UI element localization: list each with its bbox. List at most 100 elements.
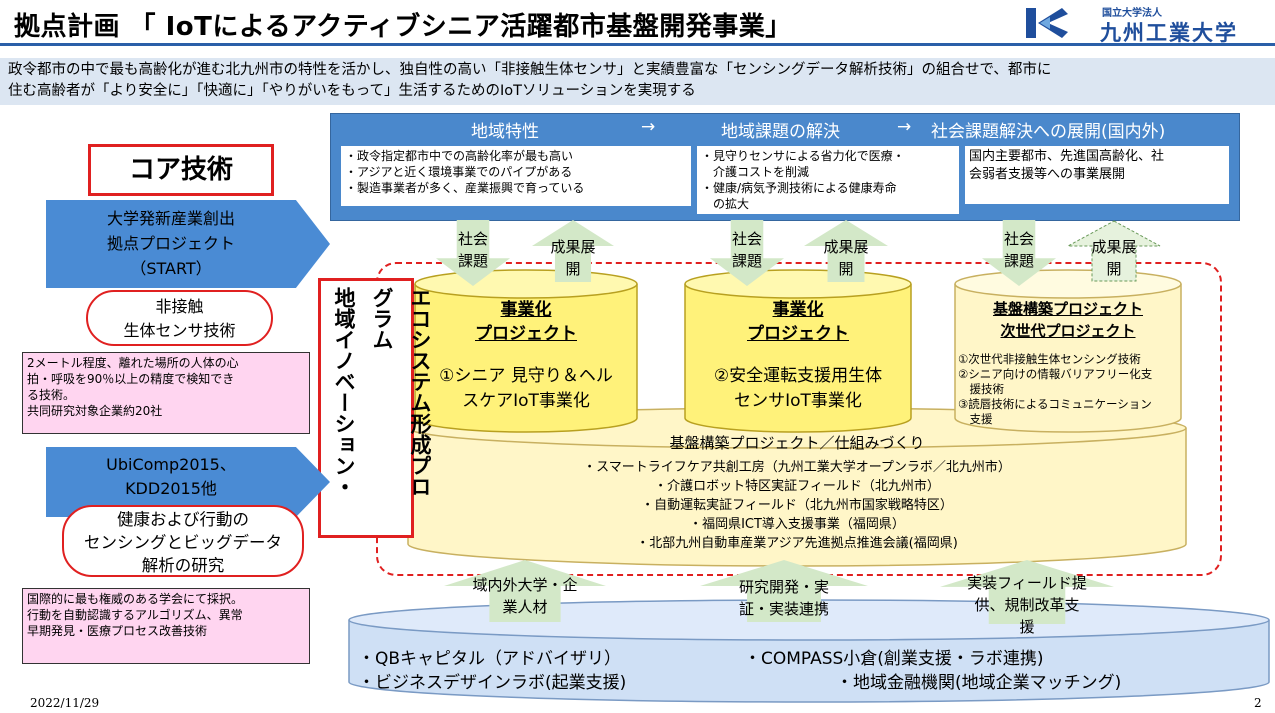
description-line: 共同研究対象企業約20社 <box>27 404 163 418</box>
project-cylinder-1 <box>414 269 638 433</box>
ecosystem-column: グラム <box>370 287 394 350</box>
cylinder-body-line: ②安全運転支援用生体 <box>713 366 883 386</box>
arrow-label-line: 成果展 <box>823 238 869 256</box>
ecosystem-program-text: エコシステム形成プロ グラム 地域イノベーション・ <box>325 287 439 535</box>
cylinder-2-title: 事業化 プロジェクト <box>682 298 914 346</box>
results-arrow-up-3 <box>1067 220 1161 282</box>
arrow-label-line: 供、規制改革支 <box>974 596 1080 614</box>
cylinder-title-line: 事業化 <box>772 300 824 320</box>
regional-banner: 地域特性 → 地域課題の解決 → 社会課題解決への展開(国内外) ・政令指定都市… <box>330 113 1240 221</box>
arrow-label-line: 開 <box>565 260 581 278</box>
foundation-item: ・北部九州自動車産業アジア先進拠点推進会議(福岡県) <box>636 536 958 551</box>
social-issue-label-3: 社会課題 <box>982 228 1056 272</box>
arrow-label-line: 成果展 <box>1091 238 1137 256</box>
banner-head-regional: 地域特性 <box>471 122 539 142</box>
ecosystem-column: 地域イノベーション・ <box>332 287 356 497</box>
cylinder-body-line: ③読唇技術によるコミュニケーション <box>958 397 1152 411</box>
arrow-label-line: 社会 <box>1003 230 1034 248</box>
rd-arrow-label: 研究開発・実証・実装連携 <box>700 576 868 620</box>
banner-arrow-2: → <box>897 117 912 137</box>
banner-box-line: の拡大 <box>701 197 750 211</box>
arrow-text-line: UbiComp2015、 <box>106 455 236 474</box>
title-bar <box>0 0 1275 46</box>
sensor-description-box: 2メートル程度、離れた場所の人体の心 拍・呼吸を90％以上の精度で検知でき る技… <box>22 352 310 434</box>
ecosystem-column: エコシステム形成プロ <box>408 287 432 497</box>
arrow-text-line: （START） <box>130 259 212 278</box>
cylinder-title-line: プロジェクト <box>747 324 849 344</box>
cylinder-body-line: ②シニア向けの情報バリアフリー化支 <box>958 367 1153 381</box>
arrow-text-line: 大学発新産業創出 <box>106 209 235 228</box>
logo-mark-icon <box>1026 8 1068 38</box>
logo-subtitle: 国立大学法人 <box>1102 8 1162 19</box>
social-issue-label-2: 社会課題 <box>710 228 784 272</box>
arrow-label-line: 域内外大学・企 <box>472 576 578 594</box>
cylinder-body-line: 援技術 <box>958 382 1004 396</box>
banner-box-line: ・政令指定都市中での高齢化率が最も高い <box>345 149 574 163</box>
description-line: る技術。 <box>27 388 76 402</box>
cylinder-body-line: センサIoT事業化 <box>734 391 862 411</box>
noncontact-sensor-pill: 非接触 生体センサ技術 <box>86 290 273 346</box>
banner-head-solution: 地域課題の解決 <box>721 122 840 142</box>
cylinder-2-body: ②安全運転支援用生体 センサIoT事業化 <box>682 364 914 414</box>
cylinder-3-body: ①次世代非接触生体センシング技術 ②シニア向けの情報バリアフリー化支 援技術 ③… <box>958 352 1182 427</box>
page-number: 2 <box>1254 696 1262 710</box>
support-item-qb: ・QBキャピタル（アドバイザリ） <box>358 649 622 669</box>
foundation-item: ・介護ロボット特区実証フィールド（北九州市） <box>654 479 940 494</box>
intro-line-2: 住む高齢者が「より安全に」「快適に」「やりがいをもって」生活するためのIoTソリ… <box>8 83 696 99</box>
core-technology-label: コア技術 <box>88 144 274 196</box>
logo-name: 九州工業大学 <box>1100 21 1238 45</box>
results-label-3: 成果展開 <box>1066 236 1162 280</box>
banner-head-expansion: 社会課題解決への展開(国内外) <box>931 122 1166 142</box>
cylinder-body-line: ①シニア 見守り＆ヘル <box>439 366 613 386</box>
sensing-bigdata-pill: 健康および行動の センシングとビッグデータ 解析の研究 <box>62 505 304 577</box>
research-description-box: 国際的に最も権威のある学会にて採択。 行動を自動認識するアルゴリズム、異常 早期… <box>22 588 310 664</box>
arrow-label-line: 開 <box>1106 260 1122 278</box>
description-line: 2メートル程度、離れた場所の人体の心 <box>27 356 239 370</box>
support-item-regional-finance: ・地域金融機関(地域企業マッチング) <box>836 673 1122 693</box>
cylinder-1-title: 事業化 プロジェクト <box>412 298 640 346</box>
banner-box-expansion: 国内主要都市、先進国高齢化、社 会弱者支援等への事業展開 <box>965 146 1229 204</box>
cylinder-body-line: ①次世代非接触生体センシング技術 <box>958 352 1141 366</box>
page-title: 拠点計画 「 IoTによるアクティブシニア活躍都市基盤開発事業」 <box>14 12 792 42</box>
start-project-arrow <box>46 200 330 288</box>
banner-box-line: 国内主要都市、先進国高齢化、社 <box>969 149 1165 164</box>
cylinder-body-line: スケアIoT事業化 <box>462 391 590 411</box>
foundation-item: ・自動運転実証フィールド（北九州市国家戦略特区） <box>641 498 953 513</box>
arrow-label-line: 実装フィールド提 <box>967 574 1087 592</box>
footer-date: 2022/11/29 <box>30 696 100 710</box>
banner-box-regional: ・政令指定都市中での高齢化率が最も高い ・アジアと近く環境事業でのパイプがある … <box>341 146 691 206</box>
cylinder-title-line: 次世代プロジェクト <box>1000 322 1136 340</box>
arrow-text-line: KDD2015他 <box>125 479 217 498</box>
results-label-1: 成果展開 <box>532 236 614 280</box>
cylinder-title-line: 事業化 <box>500 300 552 320</box>
intro-line-1: 政令都市の中で最も高齢化が進む北九州市の特性を活かし、独自性の高い「非接触生体セ… <box>8 62 1052 78</box>
support-item-business-design: ・ビジネスデザインラボ(起業支援) <box>358 673 627 693</box>
banner-box-solution: ・見守りセンサによる省力化で医療・ 介護コストを削減 ・健康/病気予測技術による… <box>697 146 959 214</box>
pill-line: 健康および行動の <box>117 510 249 529</box>
cylinder-3-title: 基盤構築プロジェクト 次世代プロジェクト <box>952 298 1184 342</box>
results-label-2: 成果展開 <box>804 236 888 280</box>
foundation-item: ・スマートライフケア共創工房（九州工業大学オープンラボ／北九州市） <box>583 460 1011 475</box>
arrow-label-line: 課題 <box>457 252 488 270</box>
banner-box-line: 介護コストを削減 <box>701 165 810 179</box>
social-issue-label-1: 社会課題 <box>436 228 510 272</box>
support-item-compass: ・COMPASS小倉(創業支援・ラボ連携) <box>744 649 1044 669</box>
description-line: 拍・呼吸を90％以上の精度で検知でき <box>27 372 235 386</box>
description-line: 行動を自動認識するアルゴリズム、異常 <box>27 608 243 622</box>
ubicomp-text: UbiComp2015、 KDD2015他 <box>46 453 296 501</box>
start-project-text: 大学発新産業創出 拠点プロジェクト （START） <box>46 206 296 281</box>
arrow-label-line: 課題 <box>1003 252 1034 270</box>
pill-line: 生体センサ技術 <box>123 321 236 340</box>
arrow-label-line: 社会 <box>457 230 488 248</box>
banner-box-line: ・見守りセンサによる省力化で医療・ <box>701 149 905 163</box>
arrow-label-line: 研究開発・実 <box>738 578 829 596</box>
foundation-title: 基盤構築プロジェクト／仕組みづくり <box>669 434 925 452</box>
banner-box-line: ・健康/病気予測技術による健康寿命 <box>701 181 897 195</box>
project-cylinder-2 <box>684 269 912 433</box>
cylinder-1-body: ①シニア 見守り＆ヘル スケアIoT事業化 <box>412 364 640 414</box>
ecosystem-program-box: エコシステム形成プロ グラム 地域イノベーション・ <box>318 278 432 538</box>
intro-text: 政令都市の中で最も高齢化が進む北九州市の特性を活かし、独自性の高い「非接触生体セ… <box>0 58 1275 105</box>
cylinder-title-line: 基盤構築プロジェクト <box>992 300 1143 318</box>
university-logo: 国立大学法人 九州工業大学 <box>1022 4 1272 45</box>
arrow-label-line: 開 <box>838 260 854 278</box>
